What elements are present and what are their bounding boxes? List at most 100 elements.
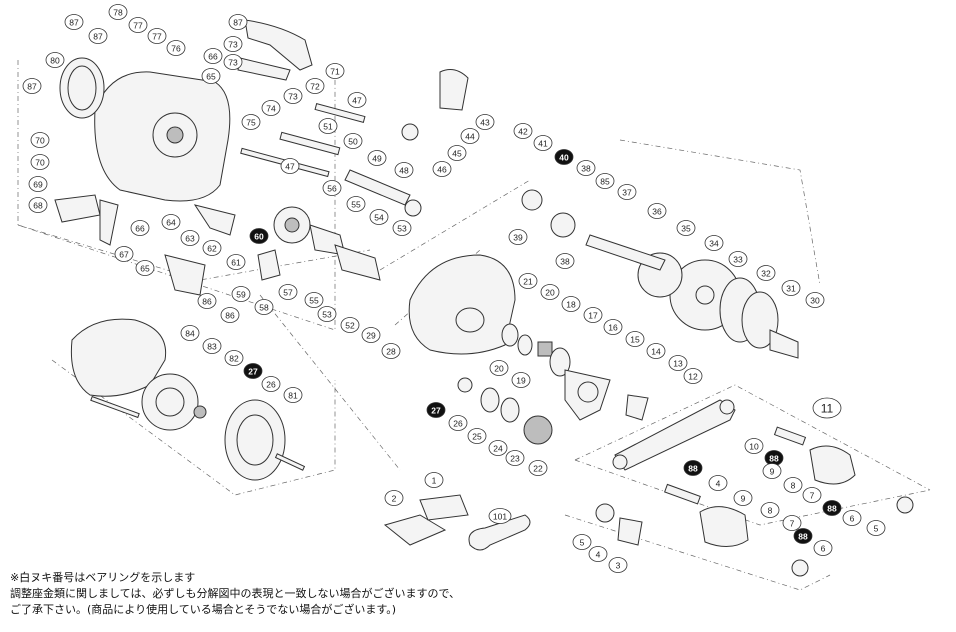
callout-bubble: [783, 477, 803, 493]
callout-label: 27: [248, 367, 258, 377]
cam-lever-62: [193, 204, 236, 236]
callout-29: 29: [361, 327, 381, 343]
callout-7: 7: [802, 487, 822, 503]
callout-label: 48: [399, 166, 409, 176]
callout-53: 53: [317, 306, 337, 322]
callout-label: 32: [761, 269, 771, 279]
callout-bubble: [424, 472, 444, 488]
callout-bubble: [805, 292, 825, 308]
callout-36: 36: [647, 203, 667, 219]
callout-bubble: [432, 161, 452, 177]
callout-87: 87: [228, 14, 248, 30]
callout-bubble: [130, 220, 150, 236]
callout-9: 9: [733, 490, 753, 506]
callout-label: 3: [616, 561, 621, 571]
callout-label: 33: [733, 255, 743, 265]
callout-label: 19: [516, 376, 526, 386]
washer-20-a: [501, 323, 519, 347]
callout-55: 55: [346, 196, 366, 212]
callout-20: 20: [489, 360, 509, 376]
callout-16: 16: [603, 319, 623, 335]
callout-label: 53: [397, 224, 407, 234]
callout-label: 29: [366, 331, 376, 341]
upper-bridge-part: [244, 19, 313, 71]
callout-label: 66: [208, 52, 218, 62]
callout-label: 22: [533, 464, 543, 474]
handle-nut-plate-13: [625, 394, 649, 421]
callout-bubble: [392, 220, 412, 236]
callout-bubble: [448, 415, 468, 431]
callout-13: 13: [668, 355, 688, 371]
callout-bubble: [782, 515, 802, 531]
callout-label: 5: [874, 524, 879, 534]
callout-label: 65: [206, 72, 216, 82]
callout-55: 55: [304, 292, 324, 308]
callout-12: 12: [683, 368, 703, 384]
callout-32: 32: [756, 265, 776, 281]
bearing-27-right: [457, 377, 473, 393]
callout-88: 88: [822, 500, 842, 516]
spring-arm-67: [99, 199, 119, 246]
main-shaft-36: [585, 234, 666, 271]
callout-label: 68: [33, 201, 43, 211]
callout-66: 66: [203, 48, 223, 64]
callout-71: 71: [325, 63, 345, 79]
callout-73: 73: [223, 54, 243, 70]
callout-bubble: [304, 292, 324, 308]
callout-bubble: [518, 273, 538, 289]
callout-bubble: [128, 17, 148, 33]
callout-bubble: [583, 307, 603, 323]
callout-label: 1: [432, 476, 437, 486]
callout-bubble: [683, 460, 703, 476]
callout-35: 35: [676, 220, 696, 236]
callout-83: 83: [202, 338, 222, 354]
callout-70: 70: [30, 132, 50, 148]
handle-arm-end-right: [719, 399, 735, 415]
callout-bubble: [278, 284, 298, 300]
callout-label: 55: [351, 200, 361, 210]
callout-bubble: [322, 180, 342, 196]
callout-label: 87: [93, 32, 103, 42]
callout-59: 59: [231, 286, 251, 302]
callout-label: 71: [330, 67, 340, 77]
callout-65: 65: [201, 68, 221, 84]
tools-group: [383, 494, 531, 551]
callout-78: 78: [108, 4, 128, 20]
callout-bubble: [394, 162, 414, 178]
washer-20-b: [517, 334, 533, 356]
callout-15: 15: [625, 331, 645, 347]
callout-label: 59: [236, 290, 246, 300]
callout-77: 77: [147, 28, 167, 44]
knob-cap-4-upper: [896, 496, 914, 514]
callout-62: 62: [202, 240, 222, 256]
knob-cap-4-lower: [791, 559, 809, 577]
callout-bubble: [305, 78, 325, 94]
callout-bubble: [683, 368, 703, 384]
callout-label: 51: [323, 122, 333, 132]
callout-bubble: [361, 327, 381, 343]
callout-21: 21: [518, 273, 538, 289]
callout-27: 27: [426, 402, 446, 418]
callout-bubble: [261, 100, 281, 116]
star-nut-22: [523, 415, 553, 445]
callout-27: 27: [243, 363, 263, 379]
callout-label: 9: [741, 494, 746, 504]
callout-label: 31: [786, 284, 796, 294]
callout-bubble: [646, 343, 666, 359]
callout-73: 73: [283, 88, 303, 104]
star-drag-hub: [577, 381, 599, 403]
side-plate-ring-inner: [67, 65, 97, 111]
callout-86: 86: [197, 293, 217, 309]
callout-50: 50: [343, 133, 363, 149]
side-cover-84: [70, 318, 167, 397]
callout-bubble: [608, 557, 628, 573]
clamp-plate-part: [237, 57, 291, 81]
callout-34: 34: [704, 235, 724, 251]
callout-bubble: [842, 510, 862, 526]
callout-bubble: [231, 286, 251, 302]
callout-bubble: [283, 88, 303, 104]
callout-bubble: [180, 325, 200, 341]
callout-label: 11: [821, 402, 834, 416]
handle-group: [595, 399, 914, 577]
callout-bubble: [180, 230, 200, 246]
